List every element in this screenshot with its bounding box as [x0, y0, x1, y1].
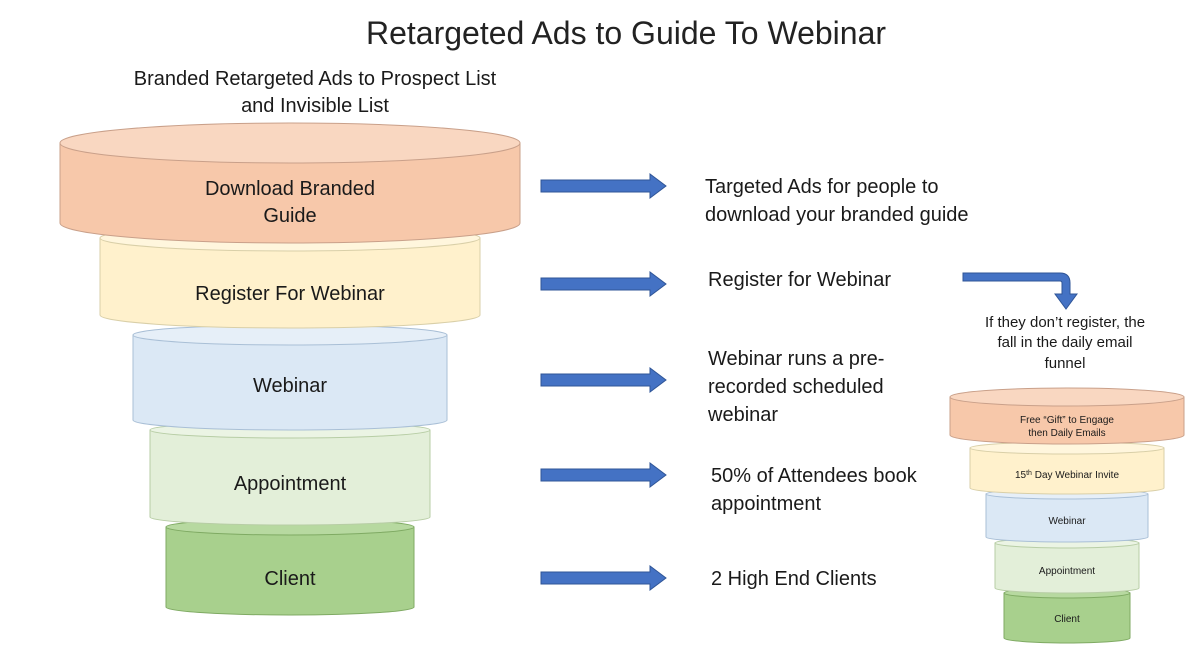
mini-funnel-label-3: Webinar	[1048, 516, 1086, 527]
description-appointment: 50% of Attendees book appointment	[711, 465, 917, 515]
right-arrow-icon	[540, 462, 667, 488]
mini-funnel-label-4: Appointment	[1039, 566, 1095, 577]
funnel-label-2: Register For Webinar	[195, 283, 385, 305]
right-arrow-icon	[540, 367, 667, 393]
funnel-label-3: Webinar	[253, 375, 327, 397]
description-webinar: Webinar runs a pre-recorded scheduled we…	[708, 348, 885, 426]
description-download-guide: Targeted Ads for people to download your…	[705, 176, 969, 226]
bent-arrow-icon	[962, 272, 1078, 310]
right-arrow-icon	[540, 271, 667, 297]
description-client: 2 High End Clients	[711, 568, 877, 590]
funnel-subtitle: Branded Retargeted Ads to Prospect List …	[133, 68, 497, 117]
right-arrow-icon	[540, 565, 667, 591]
description-register: Register for Webinar	[708, 269, 892, 291]
funnel-segment-1	[59, 122, 521, 244]
funnel-label-5: Client	[264, 568, 316, 590]
mini-funnel-segment-1	[949, 387, 1185, 445]
funnel-label-4: Appointment	[234, 473, 347, 495]
page-title: Retargeted Ads to Guide To Webinar	[365, 15, 887, 51]
mini-funnel-label-5: Client	[1054, 614, 1080, 625]
mini-funnel-label-2: 15th Day Webinar Invite	[1015, 470, 1119, 482]
right-arrow-icon	[540, 173, 667, 199]
fall-note: If they don’t register, the fall in the …	[984, 314, 1146, 372]
funnel-segment-5	[165, 518, 415, 616]
mini-funnel-segment-2	[969, 441, 1165, 495]
